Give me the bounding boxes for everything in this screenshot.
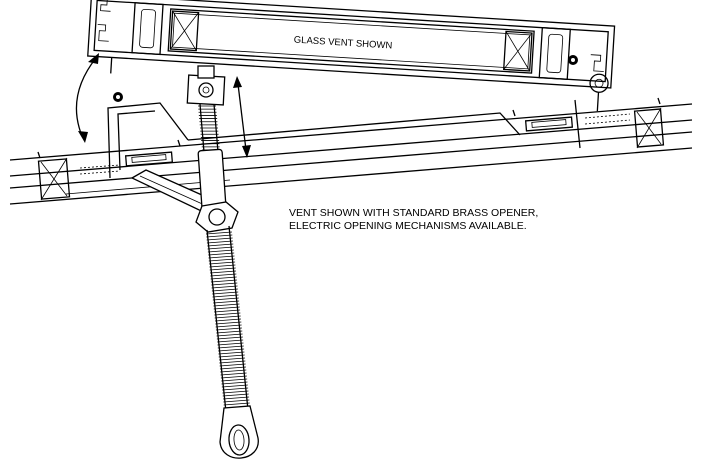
thread-ridge — [223, 399, 250, 403]
thread-ridge — [208, 252, 235, 256]
thread-ridge — [216, 330, 243, 334]
thread-ridge — [220, 375, 247, 379]
thread-ridge — [206, 240, 233, 244]
spindle-collar — [195, 148, 239, 233]
thread-ridge — [212, 294, 239, 298]
thread-ridge — [212, 297, 239, 301]
lift-arrow-icon — [233, 76, 251, 158]
thread-ridge — [219, 366, 246, 370]
thread-ridge — [207, 246, 234, 250]
thread-ridge — [215, 321, 242, 325]
thread-ridge — [222, 390, 249, 394]
thread-ridge — [219, 357, 246, 361]
thread-ridge — [208, 255, 235, 259]
thread-ridge — [214, 318, 242, 322]
thread-ridge — [217, 339, 244, 343]
thread-ridge — [223, 396, 250, 400]
hinge-pin-icon — [113, 55, 578, 102]
swing-arrow-icon — [75, 53, 99, 143]
thread-ridge — [211, 288, 238, 292]
thread-ridge — [205, 231, 233, 235]
thread-ridge — [209, 261, 236, 265]
thread-ridge — [214, 309, 241, 313]
thread-ridge — [210, 279, 237, 283]
thread-ridge — [220, 369, 247, 373]
thread-ridge — [221, 384, 248, 388]
thread-ridge — [214, 315, 241, 319]
thread-ridge — [219, 360, 246, 364]
thread-ridge — [215, 324, 242, 328]
thread-ridge — [206, 237, 233, 241]
thread-ridge — [221, 378, 248, 382]
thread-ridge — [211, 282, 238, 286]
thread-ridge — [223, 402, 250, 406]
thread-ridge — [218, 348, 245, 352]
thread-ridge — [218, 354, 245, 358]
thread-ridge — [209, 267, 236, 271]
opener-note: VENT SHOWN WITH STANDARD BRASS OPENER, E… — [289, 207, 538, 233]
thread-ridge — [209, 264, 236, 268]
opener-rod — [205, 225, 251, 413]
thread-ridge — [210, 276, 237, 280]
fixed-frame-profile — [9, 97, 693, 205]
thread-ridge — [217, 345, 244, 349]
thread-ridge — [220, 372, 247, 376]
note-line-1: VENT SHOWN WITH STANDARD BRASS OPENER, — [289, 207, 539, 219]
thread-ridge — [211, 285, 238, 289]
thread-ridge — [210, 270, 237, 274]
thread-ridge — [213, 300, 240, 304]
thread-ridge — [208, 258, 235, 262]
opener-bracket — [186, 65, 226, 106]
glass-vent: GLASS VENT SHOWN — [87, 0, 616, 112]
thread-ridge — [217, 342, 244, 346]
thread-ridge — [222, 393, 249, 397]
thread-ridge — [213, 303, 240, 307]
thread-ridge — [212, 291, 239, 295]
thread-ridge — [215, 327, 242, 331]
thread-ridge — [222, 387, 249, 391]
spindle-thread — [198, 103, 220, 153]
thread-ridge — [216, 336, 243, 340]
thread-ridge — [218, 351, 245, 355]
thread-ridge — [216, 333, 243, 337]
thread-ridge — [207, 243, 234, 247]
thread-ridge — [210, 273, 237, 277]
thread-ridge — [221, 381, 248, 385]
note-line-2: ELECTRIC OPENING MECHANISMS AVAILABLE. — [289, 220, 527, 232]
eye-handle-icon — [219, 405, 259, 459]
vent-label: GLASS VENT SHOWN — [294, 35, 393, 52]
thread-ridge — [219, 363, 246, 367]
thread-ridge — [214, 312, 241, 316]
thread-ridge — [213, 306, 240, 310]
thread-ridge — [206, 234, 233, 238]
thread-ridge — [207, 249, 234, 253]
